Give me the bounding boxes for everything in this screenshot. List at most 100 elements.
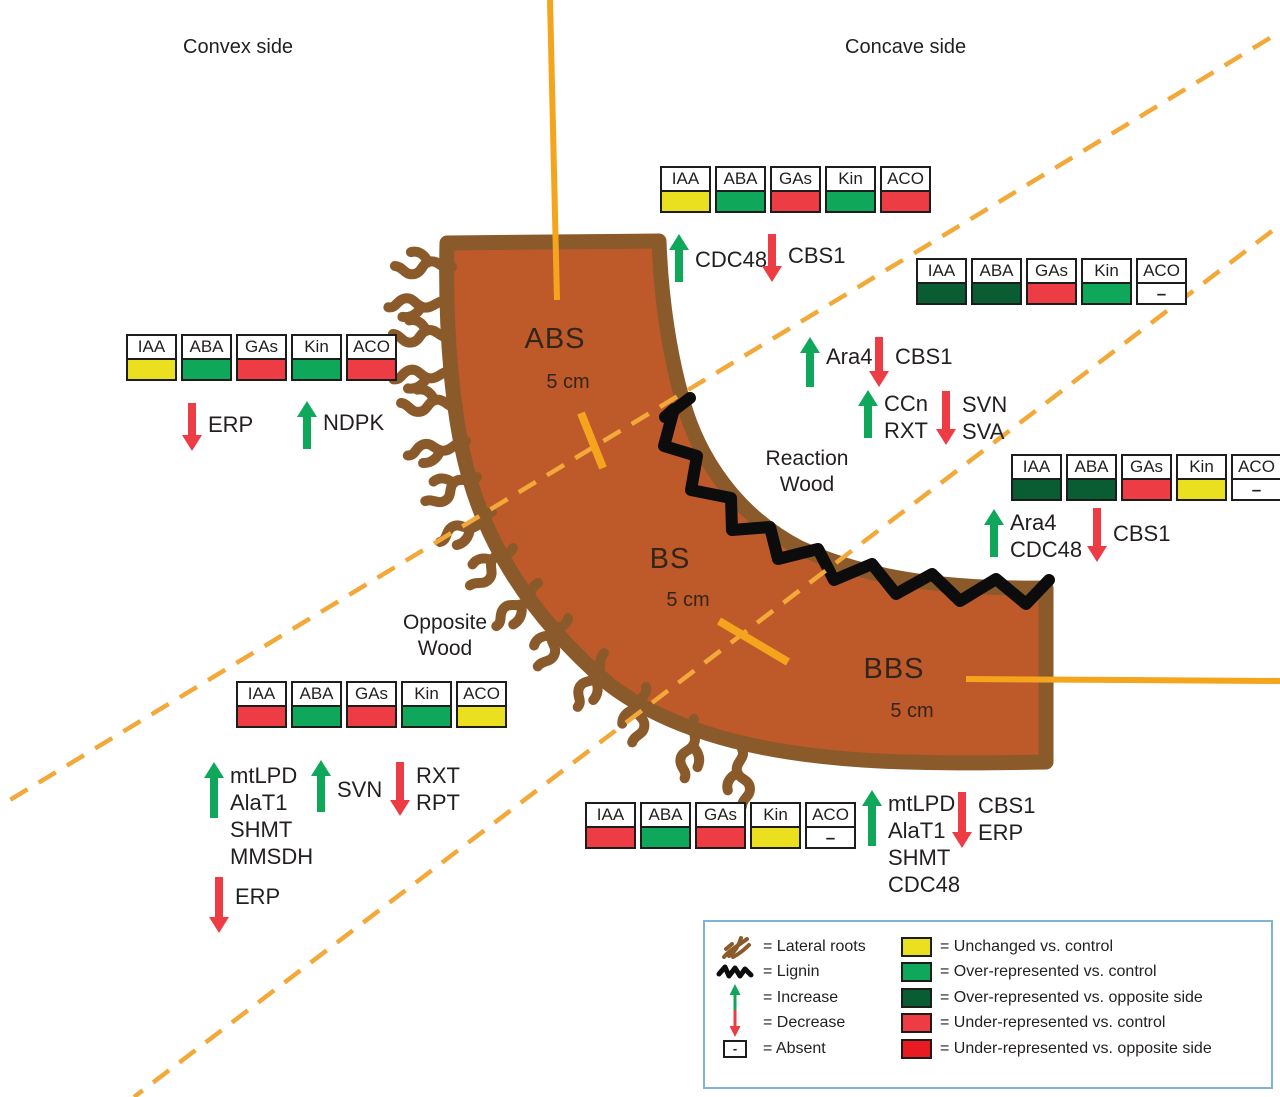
status-swatch-under-control [1123,480,1170,499]
status-swatch-unchanged [1178,480,1225,499]
status-swatch-unchanged [128,360,175,379]
hormone-label: ACO [1233,456,1280,480]
protein-label: SHMT [230,817,293,842]
hormone-label: IAA [918,260,965,284]
status-swatch-over-control [717,192,764,211]
legend-label: = Lateral roots [763,937,866,955]
hormone-label: ACO [348,336,395,360]
protein-label: SVN [962,392,1008,417]
increase-arrow-icon [204,762,224,818]
hormone-cell-aba: ABA [715,166,766,213]
increase-arrow-icon [715,983,755,1013]
legend-swatch-over-control [901,962,932,983]
protein-label: CBS1 [895,344,953,369]
status-swatch-over-control [642,828,689,847]
legend-row: = Increase [715,983,866,1013]
status-swatch-absent: – [1138,284,1185,303]
hormone-cell-kin: Kin [401,681,452,728]
protein-label: CBS1 [1113,521,1171,546]
status-swatch-under-control [348,707,395,726]
root-body [439,233,1054,771]
legend-row: = Over-represented vs. opposite side [901,985,1212,1011]
hormone-cell-aco: ACO– [1136,258,1187,305]
hormone-label: Kin [403,683,450,707]
hormone-label: ABA [717,168,764,192]
protein-label-list: SVN [337,760,382,803]
hormone-cell-kin: Kin [291,334,342,381]
protein-group-cdc48-up: CDC48 [669,234,767,282]
legend-label: = Over-represented vs. control [940,963,1157,981]
hormone-label: ABA [1068,456,1115,480]
hormone-label: Kin [293,336,340,360]
hormone-cell-aba: ABA [291,681,342,728]
legend-row: = Lateral roots [715,934,866,960]
legend-symbol-column: = Lateral roots= Lignin= Increase= Decre… [715,934,866,1062]
opposite-wood-label: Opposite Wood [402,611,488,660]
protein-group-ara4-bs: Ara4 [800,337,872,387]
decrease-arrow-icon [869,337,889,387]
increase-arrow-icon [984,509,1004,557]
protein-label: CCn [884,391,929,416]
hormone-label: IAA [662,168,709,192]
hormone-cell-aco: ACO– [1231,454,1280,501]
status-swatch-under-control [348,360,395,379]
protein-label: CDC48 [888,872,961,897]
hormone-cell-aco: ACO [880,166,931,213]
decrease-arrow-icon [715,1008,755,1038]
status-swatch-under-control [587,828,634,847]
hormone-cell-aba: ABA [971,258,1022,305]
protein-label-list: CBS1 [895,337,952,370]
protein-group-cbs1-abs: CBS1 [762,234,845,282]
reaction-wood-label: Reaction Wood [765,447,849,496]
protein-label-list: CBS1 [1113,508,1170,547]
decrease-arrow-icon [952,792,972,848]
section-boundary-dashed-line-2 [132,229,1274,1097]
decrease-arrow-icon [762,234,782,282]
section-tick-abs-bs [577,411,607,470]
protein-label: CDC48 [1010,537,1083,562]
hormone-label: IAA [1013,456,1060,480]
protein-label-list: CDC48 [695,234,767,273]
legend-swatch-under-opposite [901,1038,932,1059]
hormone-label: ACO [1138,260,1185,284]
hormone-label: IAA [238,683,285,707]
protein-label: CDC48 [695,247,768,272]
hormone-cell-aco: ACO [346,334,397,381]
protein-label: RXT [884,418,928,443]
protein-label: Ara4 [1010,510,1057,535]
increase-arrow-icon [862,790,882,846]
protein-label: SVN [337,777,383,802]
hormone-cell-aba: ABA [181,334,232,381]
hormone-label: ACO [458,683,505,707]
protein-label-list: NDPK [323,401,384,436]
hormone-label: ABA [183,336,230,360]
hormone-cell-gas: GAs [346,681,397,728]
concave-side-label: Concave side [845,36,967,58]
status-swatch-over-control [827,192,874,211]
protein-label: ERP [978,820,1024,845]
decrease-arrow-icon [936,391,956,445]
hormone-cell-iaa: IAA [126,334,177,381]
legend-label: = Unchanged vs. control [940,937,1113,955]
hormone-cell-aba: ABA [1066,454,1117,501]
hormone-cell-gas: GAs [695,802,746,849]
legend-row: = Decrease [715,1008,866,1038]
section-label-bs: BS [649,543,691,575]
protein-label: CBS1 [788,243,846,268]
hormone-label: ABA [642,804,689,828]
protein-label: Ara4 [826,344,873,369]
status-swatch-unchanged [458,707,505,726]
legend-label: = Absent [763,1039,826,1057]
legend-row: -= Absent [715,1036,866,1062]
legend-box: = Lateral roots= Lignin= Increase= Decre… [703,920,1273,1089]
status-swatch-over-opposite [1068,480,1115,499]
